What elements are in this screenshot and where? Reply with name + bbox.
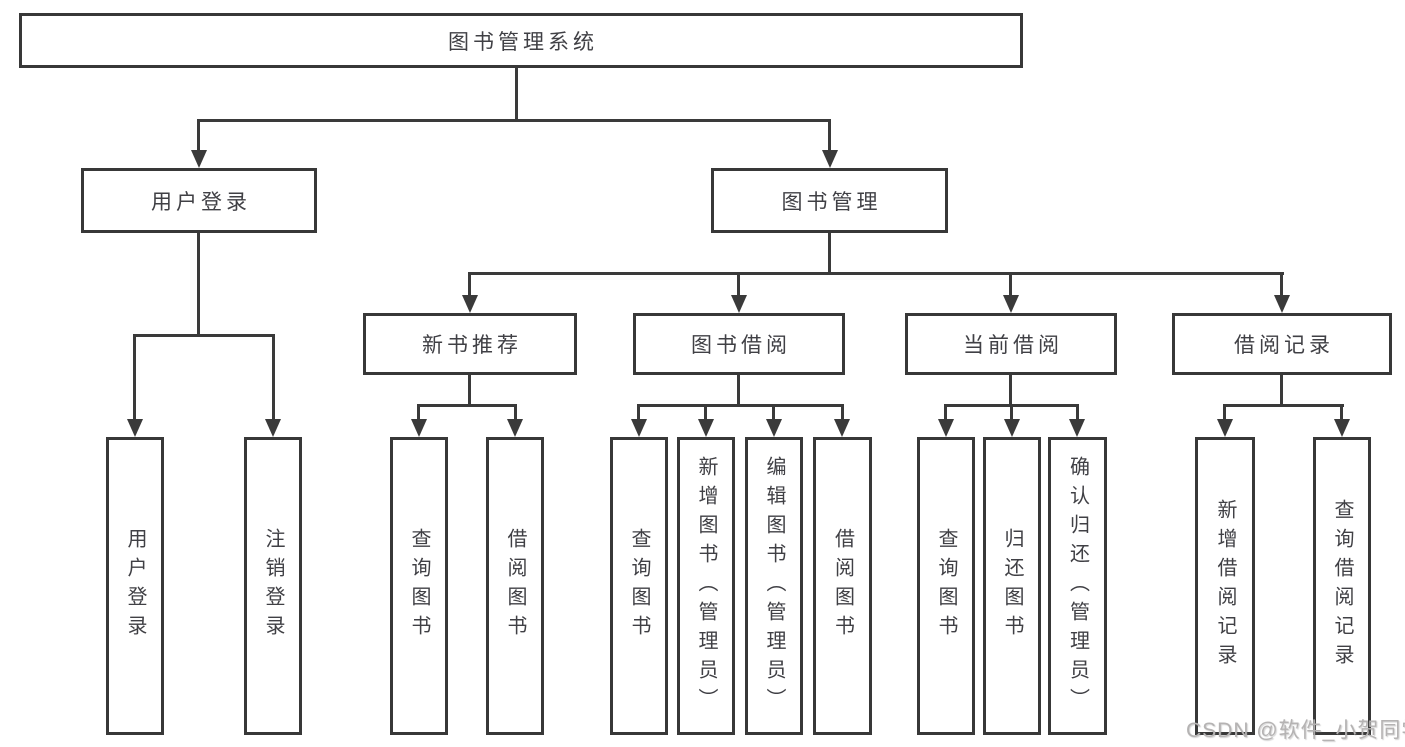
connector-stem (1009, 272, 1012, 297)
leaf-borrow-books: 借阅图书 (813, 437, 872, 735)
leaf-add-borrow-record: 新增借阅记录 (1195, 437, 1255, 735)
connector-hbar (417, 404, 517, 407)
connector-stem (197, 119, 200, 152)
arrowhead-down-icon (265, 419, 281, 437)
leaf-borrow-books-recommend: 借阅图书 (486, 437, 544, 735)
connector-stem (468, 272, 471, 297)
connector-stem (133, 334, 136, 421)
connector-stem (1340, 404, 1343, 421)
arrowhead-down-icon (127, 419, 143, 437)
node-new-book-recommend: 新书推荐 (363, 313, 577, 375)
connector-stem (841, 404, 844, 421)
node-borrow-records: 借阅记录 (1172, 313, 1392, 375)
connector-stem (737, 272, 740, 297)
arrowhead-down-icon (1274, 295, 1290, 313)
connector-hbar (1223, 404, 1344, 407)
arrowhead-down-icon (766, 419, 782, 437)
arrowhead-down-icon (631, 419, 647, 437)
connector-root-stem (515, 68, 518, 122)
node-root-system: 图书管理系统 (19, 13, 1023, 68)
arrowhead-down-icon (834, 419, 850, 437)
leaf-logout: 注销登录 (244, 437, 302, 735)
connector-stem (828, 233, 831, 275)
connector-stem (944, 404, 947, 421)
leaf-confirm-return-admin: 确认归还（管理员） (1048, 437, 1107, 735)
arrowhead-down-icon (698, 419, 714, 437)
arrowhead-down-icon (1069, 419, 1085, 437)
node-current-borrow: 当前借阅 (905, 313, 1117, 375)
connector-stem (637, 404, 640, 421)
arrowhead-down-icon (938, 419, 954, 437)
connector-stem (828, 119, 831, 152)
connector-stem (1280, 272, 1283, 297)
connector-stem (1223, 404, 1226, 421)
connector-stem (1010, 404, 1013, 421)
connector-stem (1009, 375, 1012, 407)
leaf-query-books-borrow: 查询图书 (610, 437, 668, 735)
arrowhead-down-icon (1004, 419, 1020, 437)
leaf-query-borrow-record: 查询借阅记录 (1313, 437, 1371, 735)
connector-stem (272, 334, 275, 421)
arrowhead-down-icon (822, 150, 838, 168)
node-book-management: 图书管理 (711, 168, 948, 233)
arrowhead-down-icon (731, 295, 747, 313)
connector-hbar (133, 334, 275, 337)
arrowhead-down-icon (411, 419, 427, 437)
leaf-query-books-current: 查询图书 (917, 437, 975, 735)
arrowhead-down-icon (1217, 419, 1233, 437)
leaf-user-login: 用户登录 (106, 437, 164, 735)
connector-hbar (637, 404, 844, 407)
leaf-return-books: 归还图书 (983, 437, 1041, 735)
arrowhead-down-icon (191, 150, 207, 168)
node-book-borrow: 图书借阅 (633, 313, 845, 375)
connector-stem (704, 404, 707, 421)
connector-stem (1076, 404, 1079, 421)
leaf-query-books-recommend: 查询图书 (390, 437, 448, 735)
arrowhead-down-icon (1003, 295, 1019, 313)
connector-stem (197, 233, 200, 337)
connector-stem (1280, 375, 1283, 407)
connector-hbar (468, 272, 1284, 275)
arrowhead-down-icon (507, 419, 523, 437)
connector-root-hbar (197, 119, 831, 122)
connector-stem (514, 404, 517, 421)
arrowhead-down-icon (1334, 419, 1350, 437)
arrowhead-down-icon (462, 295, 478, 313)
node-user-login: 用户登录 (81, 168, 317, 233)
csdn-watermark: CSDN @软件_小贺同学 (1186, 719, 1405, 742)
connector-stem (417, 404, 420, 421)
leaf-add-books-admin: 新增图书（管理员） (677, 437, 735, 735)
connector-stem (468, 375, 471, 407)
connector-stem (737, 375, 740, 407)
connector-stem (772, 404, 775, 421)
leaf-edit-books-admin: 编辑图书（管理员） (745, 437, 803, 735)
